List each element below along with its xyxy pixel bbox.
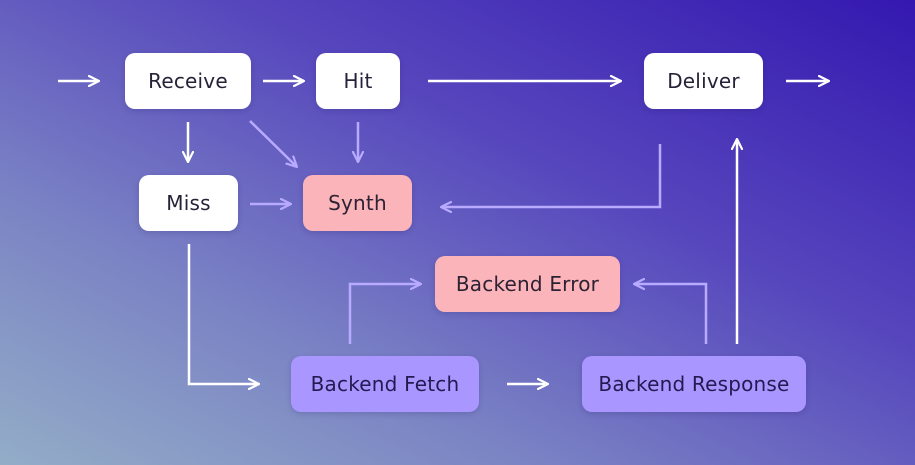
miss-to-fetch-arrow	[187, 244, 259, 384]
fetch-to-error-arrow	[348, 284, 421, 344]
backend-response-label: Backend Response	[598, 372, 790, 396]
backend-fetch-label: Backend Fetch	[310, 372, 460, 396]
hit-node: Hit	[316, 53, 400, 109]
deliver-node: Deliver	[644, 53, 763, 109]
backend-error-node: Backend Error	[435, 256, 620, 312]
deliver-label: Deliver	[667, 69, 740, 93]
backend-response-node: Backend Response	[582, 356, 806, 412]
miss-label: Miss	[166, 191, 211, 215]
receive-node: Receive	[125, 53, 251, 109]
backend-error-label: Backend Error	[455, 272, 600, 296]
response-to-error-arrow	[634, 284, 708, 344]
synth-node: Synth	[303, 175, 412, 231]
hit-label: Hit	[343, 69, 373, 93]
miss-node: Miss	[139, 175, 238, 231]
synth-label: Synth	[328, 191, 387, 215]
receive-to-synth-arrow	[249, 120, 297, 167]
deliver-to-synth-arrow	[441, 144, 662, 207]
backend-fetch-node: Backend Fetch	[291, 356, 479, 412]
receive-label: Receive	[148, 69, 228, 93]
